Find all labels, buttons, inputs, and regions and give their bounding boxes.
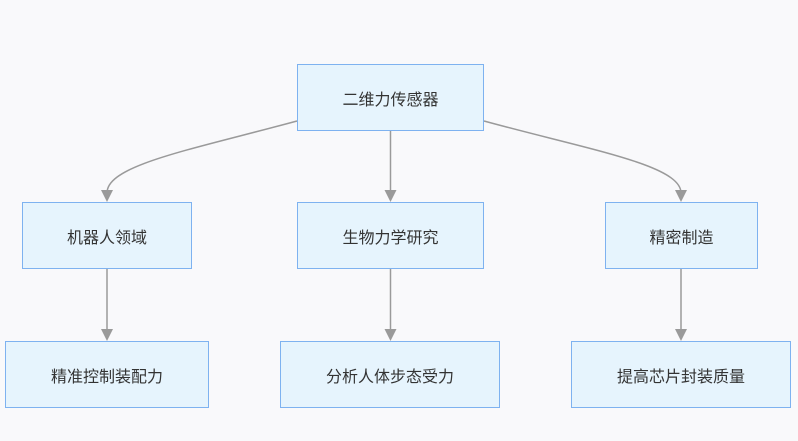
node-label: 精密制造	[649, 227, 714, 247]
node-label: 生物力学研究	[342, 227, 439, 247]
arrowhead-gait	[384, 329, 397, 341]
node-precision-manufacturing: 精密制造	[605, 202, 758, 269]
node-assembly-force-control: 精准控制装配力	[5, 341, 209, 408]
edge-root-to-robotics	[106, 120, 298, 194]
node-label: 提高芯片封装质量	[616, 366, 745, 386]
arrowhead-robotics	[101, 190, 113, 202]
node-robotics: 机器人领域	[22, 202, 192, 269]
node-gait-force-analysis: 分析人体步态受力	[280, 341, 500, 408]
arrowhead-manufacturing	[675, 190, 687, 202]
node-label: 精准控制装配力	[50, 366, 163, 386]
node-2d-force-sensor: 二维力传感器	[297, 64, 484, 131]
node-biomechanics: 生物力学研究	[297, 202, 484, 269]
node-label: 机器人领域	[66, 227, 147, 247]
node-label: 分析人体步态受力	[325, 366, 454, 386]
edge-root-to-manufacturing	[483, 120, 682, 194]
arrowhead-assembly	[101, 329, 113, 341]
node-chip-packaging-quality: 提高芯片封装质量	[571, 341, 791, 408]
arrowhead-packaging	[675, 329, 687, 341]
node-label: 二维力传感器	[342, 89, 439, 109]
arrowhead-biomechanics	[384, 190, 397, 202]
